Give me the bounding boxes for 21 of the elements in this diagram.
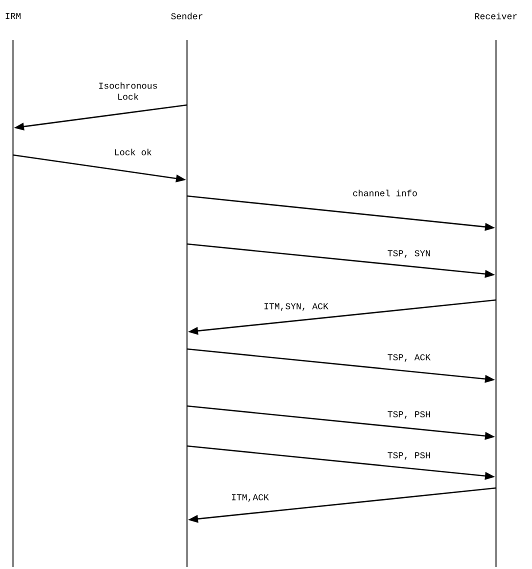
message-arrow bbox=[186, 243, 495, 278]
message-arrow bbox=[188, 487, 496, 523]
participant-label: Sender bbox=[171, 12, 202, 20]
message-arrow bbox=[186, 405, 495, 440]
edge-label: Lock ok bbox=[113, 148, 153, 156]
message-arrow bbox=[186, 348, 495, 383]
edge-label: TSP, SYN bbox=[386, 249, 432, 259]
participant-label: Receiver bbox=[475, 12, 517, 20]
message-arrow bbox=[188, 299, 496, 335]
edge-label: TSP, ACK bbox=[386, 353, 432, 363]
message-arrow bbox=[14, 104, 188, 131]
edge-label: channel info bbox=[352, 188, 418, 198]
edge-label: TSP, PSH bbox=[386, 410, 432, 420]
edge-label: ITM,ACK bbox=[230, 493, 270, 503]
message-arrow bbox=[186, 195, 496, 231]
participant-label: IRM bbox=[6, 13, 21, 19]
edge-label: TSP, PSH bbox=[386, 451, 432, 461]
edge-label: ITM,SYN, ACK bbox=[262, 302, 330, 312]
message-arrow bbox=[186, 445, 495, 480]
edge-label: Isochronous Lock bbox=[92, 81, 164, 101]
message-arrow bbox=[12, 154, 186, 182]
